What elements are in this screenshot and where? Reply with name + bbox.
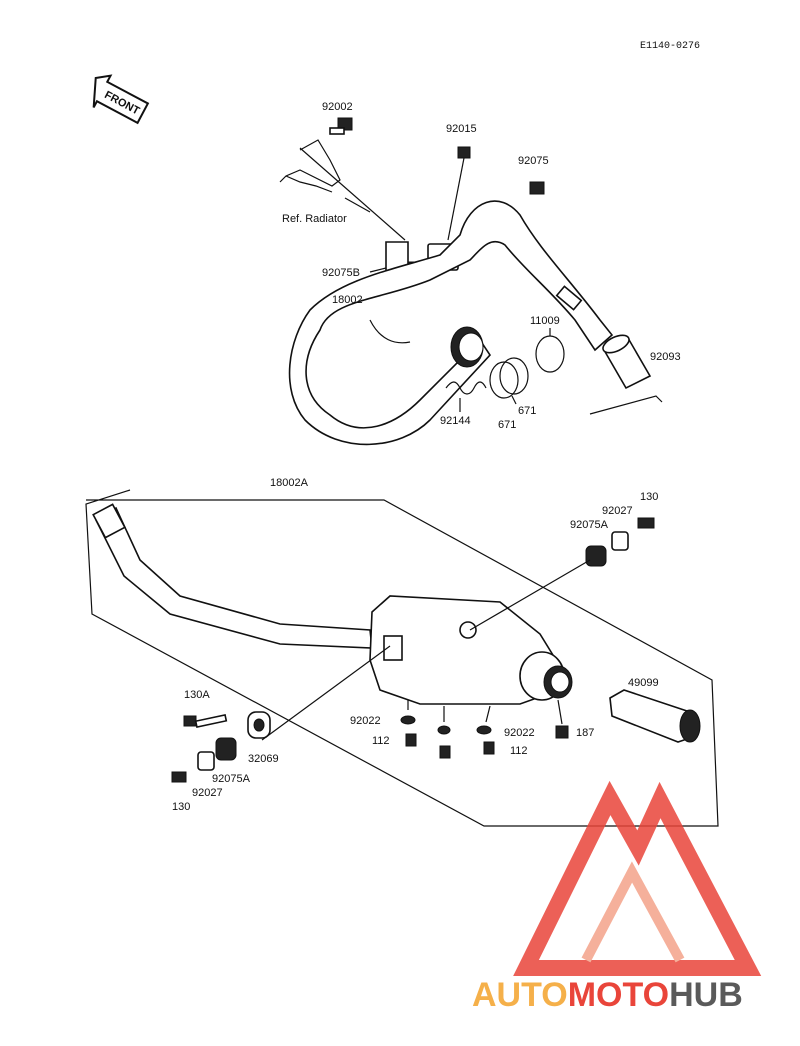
watermark-auto: AUTO xyxy=(472,976,568,1014)
sleeve-92093 xyxy=(602,334,652,390)
washer-92022-left xyxy=(400,715,416,725)
grommet-32069 xyxy=(247,645,391,741)
nut-92075 xyxy=(529,181,545,195)
label-92027-top: 92027 xyxy=(602,505,633,517)
drawing-code: E1140-0276 xyxy=(640,41,700,52)
label-18002A: 18002A xyxy=(270,477,309,489)
label-92022-left: 92022 xyxy=(350,715,381,727)
front-arrow-icon: FRONT xyxy=(92,74,150,125)
label-92075B: 92075B xyxy=(322,267,360,279)
label-130-top: 130 xyxy=(640,491,658,503)
watermark-hub: HUB xyxy=(669,976,743,1014)
label-92144: 92144 xyxy=(440,415,471,427)
bolt-187 xyxy=(555,725,569,739)
spring-92144 xyxy=(445,381,487,395)
header-pipe-18002 xyxy=(288,200,614,446)
label-112-left: 112 xyxy=(372,735,390,747)
bolt-112-right xyxy=(483,741,495,755)
washer-mid xyxy=(437,725,451,735)
label-49099: 49099 xyxy=(628,677,659,689)
bolt-130A xyxy=(183,713,228,729)
label-92002: 92002 xyxy=(322,101,353,113)
label-92075A-bot: 92075A xyxy=(212,773,251,785)
label-130-bot: 130 xyxy=(172,801,190,813)
label-32069: 32069 xyxy=(248,753,279,765)
collar-92027-bot xyxy=(197,751,215,771)
gasket-671-pair xyxy=(489,357,529,399)
watermark-moto: MOTO xyxy=(568,976,669,1014)
ref-radiator-note: Ref. Radiator xyxy=(282,213,347,225)
watermark-logo-icon xyxy=(513,780,762,976)
label-92022-right: 92022 xyxy=(504,727,535,739)
muffler-18002A xyxy=(92,503,573,705)
radiator-bracket xyxy=(279,139,406,241)
label-18002: 18002 xyxy=(332,294,363,306)
label-92093: 92093 xyxy=(650,351,681,363)
label-187: 187 xyxy=(576,727,594,739)
label-11009: 11009 xyxy=(530,315,560,327)
bolt-112-mid xyxy=(439,745,451,759)
washer-92022-right xyxy=(476,725,492,735)
nut-92015 xyxy=(457,146,471,159)
label-92027-bot: 92027 xyxy=(192,787,223,799)
damper-92075A-bot xyxy=(215,737,237,761)
spark-arrestor-49099 xyxy=(609,689,701,743)
bolt-130-bot xyxy=(171,771,187,783)
bolt-112-left xyxy=(405,733,417,747)
label-92075: 92075 xyxy=(518,155,549,167)
label-92015: 92015 xyxy=(446,123,477,135)
ring-11009 xyxy=(535,335,565,373)
label-671-a: 671 xyxy=(518,405,536,417)
label-112-right: 112 xyxy=(510,745,528,757)
watermark-text: AUTOMOTOHUB xyxy=(472,976,743,1014)
bolt-92002 xyxy=(329,117,353,135)
damper-set-top xyxy=(469,517,655,631)
label-671-b: 671 xyxy=(498,419,516,431)
label-92075A-top: 92075A xyxy=(570,519,609,531)
label-130A: 130A xyxy=(184,689,210,701)
